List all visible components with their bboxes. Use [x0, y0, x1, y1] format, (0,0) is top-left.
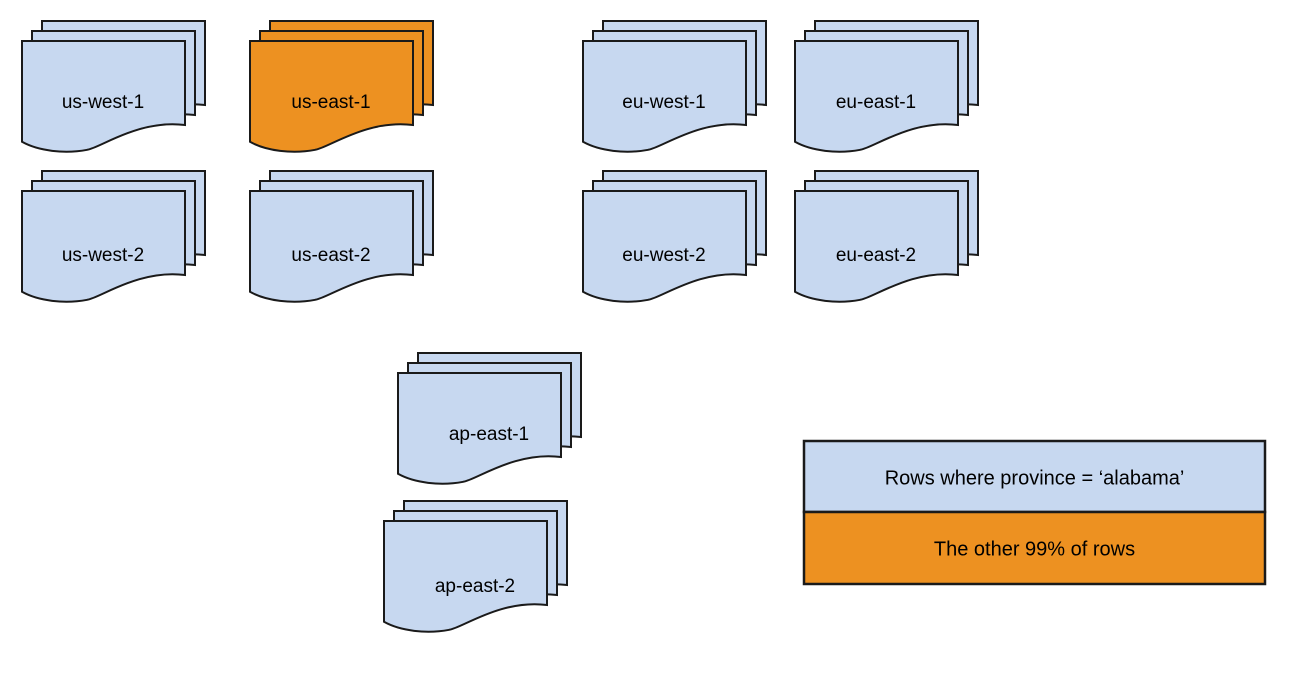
region-stack-us-west-2[interactable]: us-west-2 — [21, 170, 206, 303]
document-sheet-front-us-west-1 — [21, 40, 186, 153]
document-sheet-front-us-west-2 — [21, 190, 186, 303]
document-sheet-front-eu-east-2 — [794, 190, 959, 303]
region-label-eu-west-1: eu-west-1 — [622, 92, 705, 113]
document-sheet-front-eu-east-1 — [794, 40, 959, 153]
region-label-eu-west-2: eu-west-2 — [622, 245, 705, 266]
region-label-us-east-2: us-east-2 — [291, 245, 370, 266]
region-stack-eu-west-1[interactable]: eu-west-1 — [582, 20, 767, 153]
legend-highlight-label: The other 99% of rows — [934, 538, 1135, 560]
region-label-ap-east-2: ap-east-2 — [435, 576, 515, 597]
region-stack-us-west-1[interactable]: us-west-1 — [21, 20, 206, 153]
region-stack-ap-east-2[interactable]: ap-east-2 — [383, 500, 568, 633]
region-label-us-east-1: us-east-1 — [291, 92, 370, 113]
legend-swatch-normal — [802, 439, 1267, 514]
document-sheet-front-ap-east-2 — [383, 520, 548, 633]
region-label-us-west-1: us-west-1 — [62, 92, 144, 113]
legend-normal-label: Rows where province = ‘alabama’ — [885, 467, 1185, 489]
region-label-ap-east-1: ap-east-1 — [449, 424, 529, 445]
legend: Rows where province = ‘alabama’ The other… — [802, 439, 1267, 586]
region-stack-us-east-1[interactable]: us-east-1 — [249, 20, 434, 153]
region-stack-us-east-2[interactable]: us-east-2 — [249, 170, 434, 303]
region-groups-layer: us-west-1 us-east-1 eu-west-1 eu-east-1 us-w… — [21, 20, 979, 633]
legend-swatch-highlight — [802, 510, 1267, 586]
region-label-eu-east-2: eu-east-2 — [836, 245, 916, 266]
region-stack-eu-east-1[interactable]: eu-east-1 — [794, 20, 979, 153]
document-sheet-front-eu-west-2 — [582, 190, 747, 303]
region-label-eu-east-1: eu-east-1 — [836, 92, 916, 113]
region-stack-eu-west-2[interactable]: eu-west-2 — [582, 170, 767, 303]
document-sheet-front-ap-east-1 — [397, 372, 562, 485]
document-sheet-front-eu-west-1 — [582, 40, 747, 153]
document-sheet-front-us-east-2 — [249, 190, 414, 303]
region-stack-eu-east-2[interactable]: eu-east-2 — [794, 170, 979, 303]
document-sheet-front-us-east-1 — [249, 40, 414, 153]
region-label-us-west-2: us-west-2 — [62, 245, 144, 266]
region-stack-ap-east-1[interactable]: ap-east-1 — [397, 352, 582, 485]
